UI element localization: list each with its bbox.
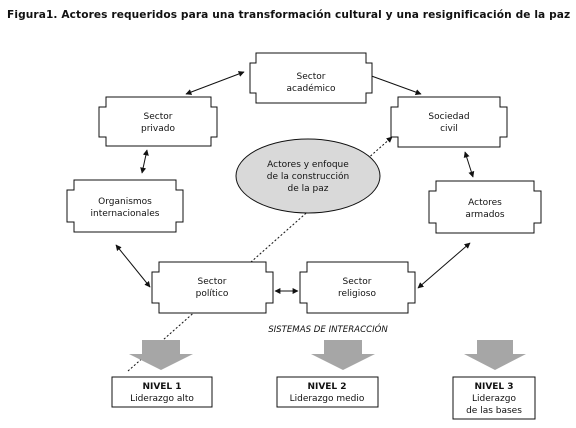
node-label: académico [287, 83, 336, 94]
connector-organismos-politico [115, 244, 151, 288]
level-desc: Liderazgo alto [130, 394, 194, 404]
node-label: Actores y enfoque [267, 160, 349, 170]
figure-title: Figura1. Actores requeridos para una tra… [7, 9, 571, 21]
node-label: de la construcción [267, 171, 349, 182]
sistemas-interaccion-label: SISTEMAS DE INTERACCIÓN [268, 323, 388, 335]
node-label: político [196, 289, 229, 299]
node-label: Organismos [98, 197, 152, 207]
svg-text:Liderazgo: Liderazgo [472, 394, 516, 404]
node-sector-privado: Sector privado [98, 96, 218, 147]
svg-text:NIVEL 3: NIVEL 3 [474, 382, 513, 392]
node-label: Sociedad [428, 112, 469, 122]
node-label: Sector [297, 72, 326, 82]
svg-text:armados: armados [465, 210, 505, 220]
node-actores-armados: Actores armados [428, 180, 542, 234]
connector-sociedad-armados [463, 151, 475, 178]
node-label: Actores [468, 198, 502, 208]
down-arrow-icon [129, 340, 193, 370]
down-arrow-icon [311, 340, 375, 370]
node-label: privado [141, 124, 175, 134]
node-sector-politico: Sector político [151, 261, 274, 314]
svg-text:Actores: Actores [468, 198, 502, 208]
node-label: internacionales [91, 209, 160, 219]
level-desc: de las bases [466, 406, 522, 416]
svg-text:Sociedad: Sociedad [428, 112, 469, 122]
connector-academico-sociedad [365, 73, 422, 95]
level-desc: Liderazgo medio [290, 394, 365, 404]
connector-armados-religioso [417, 242, 471, 289]
level-box-nivel-2: NIVEL 2 Liderazgo medio [276, 376, 379, 408]
node-label: Sector [144, 112, 173, 122]
svg-text:Liderazgo alto: Liderazgo alto [130, 394, 194, 404]
svg-text:Organismos: Organismos [98, 197, 152, 207]
level-name: NIVEL 3 [474, 382, 513, 392]
node-sector-religioso: Sector religioso [299, 261, 416, 314]
svg-text:NIVEL 1: NIVEL 1 [142, 382, 181, 392]
svg-text:de la construcción: de la construcción [267, 171, 349, 182]
node-label: de la paz [288, 184, 329, 194]
svg-text:Sector: Sector [297, 72, 326, 82]
svg-text:académico: académico [287, 83, 336, 94]
svg-text:civil: civil [440, 124, 458, 134]
level-box-nivel-3: NIVEL 3 Liderazgo de las bases [452, 376, 536, 420]
node-center-actores-enfoque: Actores y enfoque de la construcción de … [235, 138, 381, 214]
svg-text:político: político [196, 289, 229, 299]
connector-privado-organismos [140, 149, 149, 174]
svg-text:Liderazgo medio: Liderazgo medio [290, 394, 365, 404]
connector-privado-academico [185, 71, 245, 95]
node-organismos-internacionales: Organismos internacionales [66, 179, 184, 233]
node-label: Sector [343, 277, 372, 287]
level-desc: Liderazgo [472, 394, 516, 404]
svg-text:privado: privado [141, 124, 175, 134]
node-label: Sector [198, 277, 227, 287]
node-label: religioso [338, 289, 376, 299]
svg-text:internacionales: internacionales [91, 209, 160, 219]
node-sociedad-civil: Sociedad civil [390, 96, 508, 148]
svg-text:Sector: Sector [144, 112, 173, 122]
svg-text:Actores y enfoque: Actores y enfoque [267, 160, 349, 170]
svg-text:de las bases: de las bases [466, 406, 522, 416]
down-arrow-icon [464, 340, 526, 370]
svg-text:NIVEL 2: NIVEL 2 [307, 382, 346, 392]
svg-text:Sector: Sector [343, 277, 372, 287]
level-box-nivel-1: NIVEL 1 Liderazgo alto [111, 376, 213, 408]
node-label: civil [440, 124, 458, 134]
svg-text:Sector: Sector [198, 277, 227, 287]
level-name: NIVEL 2 [307, 382, 346, 392]
node-sector-academico: Sector académico [249, 52, 373, 104]
svg-text:de la paz: de la paz [288, 184, 329, 194]
node-label: armados [465, 210, 505, 220]
level-name: NIVEL 1 [142, 382, 181, 392]
svg-text:religioso: religioso [338, 289, 376, 299]
